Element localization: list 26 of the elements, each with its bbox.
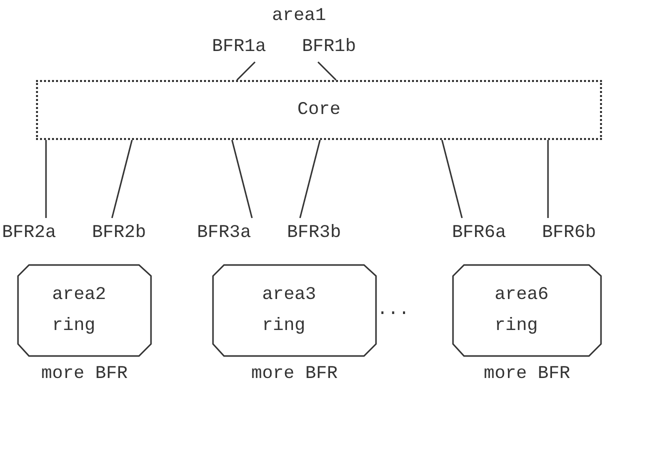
core-network-box [36, 80, 602, 140]
router-label: BFR6b [542, 220, 618, 246]
caption-label: more BFR [482, 363, 572, 385]
connector-line [231, 140, 253, 218]
ring-label: area6 ring [494, 284, 550, 338]
ring-label: area3 ring [262, 284, 318, 338]
router-label: BFR2a [2, 220, 78, 246]
router-label: BFR3b [287, 220, 363, 246]
connector-line [441, 140, 463, 218]
area-label: area1 [272, 5, 326, 28]
caption-label: more BFR [40, 363, 129, 385]
router-label: BFR1b [302, 34, 378, 60]
connector-line [299, 140, 321, 218]
connector-line [547, 140, 549, 218]
ring-label: area2 ring [52, 284, 108, 338]
connector-line [317, 61, 337, 81]
connector-line [45, 140, 47, 218]
router-label: BFR3a [197, 220, 273, 246]
connector-line [111, 140, 133, 218]
connector-line [236, 61, 256, 81]
caption-label: more BFR [250, 363, 339, 385]
core-label: Core [297, 100, 341, 120]
ellipsis-label: ... [377, 299, 410, 322]
router-label: BFR1a [212, 34, 288, 60]
router-label: BFR6a [452, 220, 528, 246]
router-label: BFR2b [92, 220, 168, 246]
